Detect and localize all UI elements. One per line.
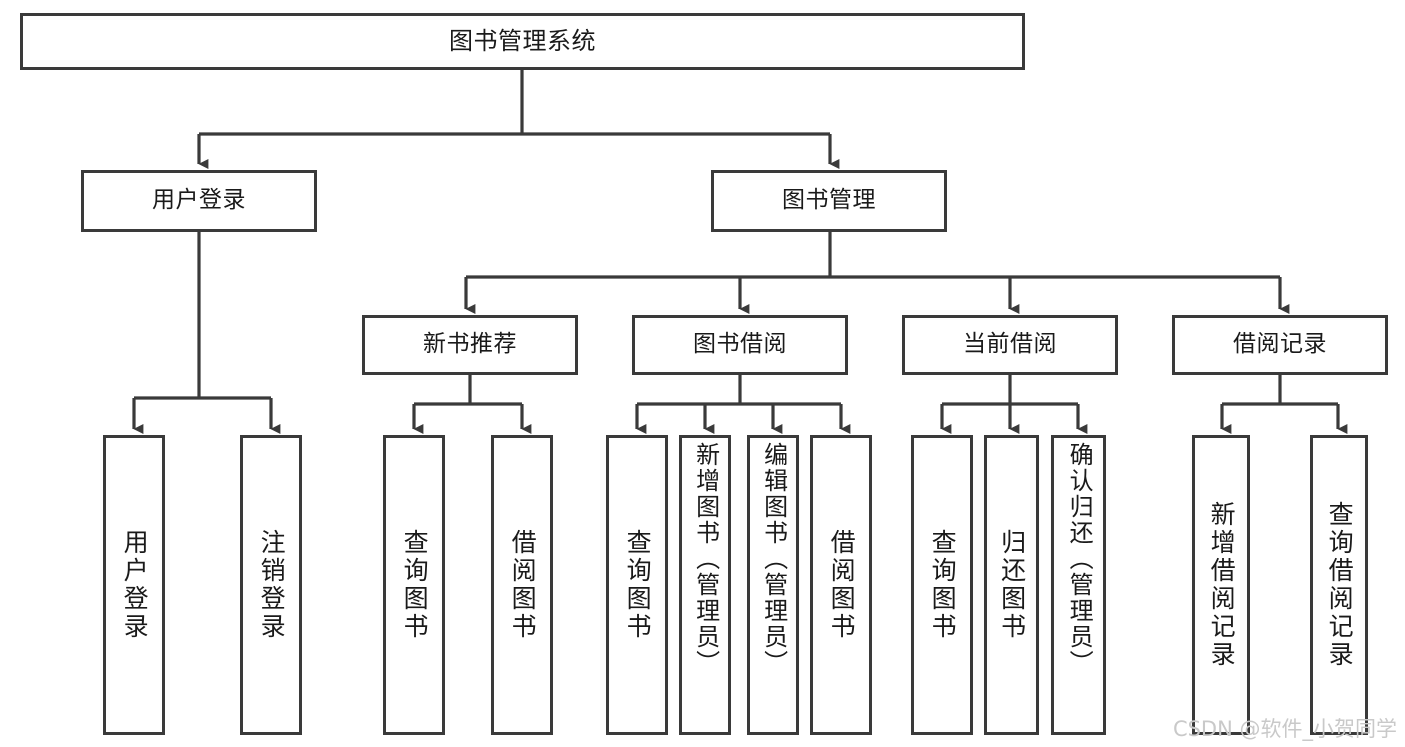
node-label: 查询借阅记录 bbox=[1325, 501, 1355, 669]
node-borrow-record[interactable]: 借阅记录 bbox=[1172, 315, 1388, 375]
node-label: 查询图书 bbox=[928, 529, 958, 641]
node-label: 新书推荐 bbox=[423, 331, 517, 358]
leaf-book-borrow-query-book[interactable]: 查询图书 bbox=[606, 435, 668, 735]
node-label: 图书管理 bbox=[782, 187, 876, 214]
leaf-borrow-record-query-record[interactable]: 查询借阅记录 bbox=[1310, 435, 1368, 735]
node-current-borrow[interactable]: 当前借阅 bbox=[902, 315, 1118, 375]
node-label: 用户登录 bbox=[120, 529, 150, 641]
leaf-user-login-logout[interactable]: 注销登录 bbox=[240, 435, 302, 735]
node-label: 借阅记录 bbox=[1233, 331, 1327, 358]
node-root-book-management-system[interactable]: 图书管理系统 bbox=[20, 13, 1025, 70]
leaf-book-borrow-borrow-book[interactable]: 借阅图书 bbox=[810, 435, 872, 735]
node-label: 新增借阅记录 bbox=[1207, 501, 1237, 669]
csdn-watermark: CSDN @软件_小贺同学 bbox=[1172, 717, 1397, 741]
node-new-book-recommend[interactable]: 新书推荐 bbox=[362, 315, 578, 375]
node-label: 归还图书 bbox=[997, 529, 1027, 641]
leaf-book-borrow-edit-book-admin[interactable]: 编辑图书（管理员） bbox=[747, 435, 799, 735]
node-book-borrow[interactable]: 图书借阅 bbox=[632, 315, 848, 375]
leaf-borrow-record-add-record[interactable]: 新增借阅记录 bbox=[1192, 435, 1250, 735]
leaf-user-login-login[interactable]: 用户登录 bbox=[103, 435, 165, 735]
leaf-current-borrow-confirm-return-admin[interactable]: 确认归还（管理员） bbox=[1051, 435, 1106, 735]
node-label: 借阅图书 bbox=[508, 529, 538, 641]
node-label: 图书借阅 bbox=[693, 331, 787, 358]
node-label: 注销登录 bbox=[257, 529, 287, 641]
node-label: 查询图书 bbox=[623, 529, 653, 641]
node-user-login[interactable]: 用户登录 bbox=[81, 170, 317, 232]
node-label: 确认归还（管理员） bbox=[1065, 442, 1094, 676]
leaf-current-borrow-return-book[interactable]: 归还图书 bbox=[984, 435, 1039, 735]
node-book-management[interactable]: 图书管理 bbox=[711, 170, 947, 232]
node-label: 编辑图书（管理员） bbox=[759, 442, 788, 676]
leaf-new-book-query-book[interactable]: 查询图书 bbox=[383, 435, 445, 735]
leaf-book-borrow-add-book-admin[interactable]: 新增图书（管理员） bbox=[679, 435, 731, 735]
node-label: 图书管理系统 bbox=[449, 27, 596, 56]
node-label: 用户登录 bbox=[152, 187, 246, 214]
leaf-current-borrow-query-book[interactable]: 查询图书 bbox=[911, 435, 973, 735]
node-label: 新增图书（管理员） bbox=[691, 442, 720, 676]
node-label: 借阅图书 bbox=[827, 529, 857, 641]
leaf-new-book-borrow-book[interactable]: 借阅图书 bbox=[491, 435, 553, 735]
node-label: 查询图书 bbox=[400, 529, 430, 641]
node-label: 当前借阅 bbox=[963, 331, 1057, 358]
